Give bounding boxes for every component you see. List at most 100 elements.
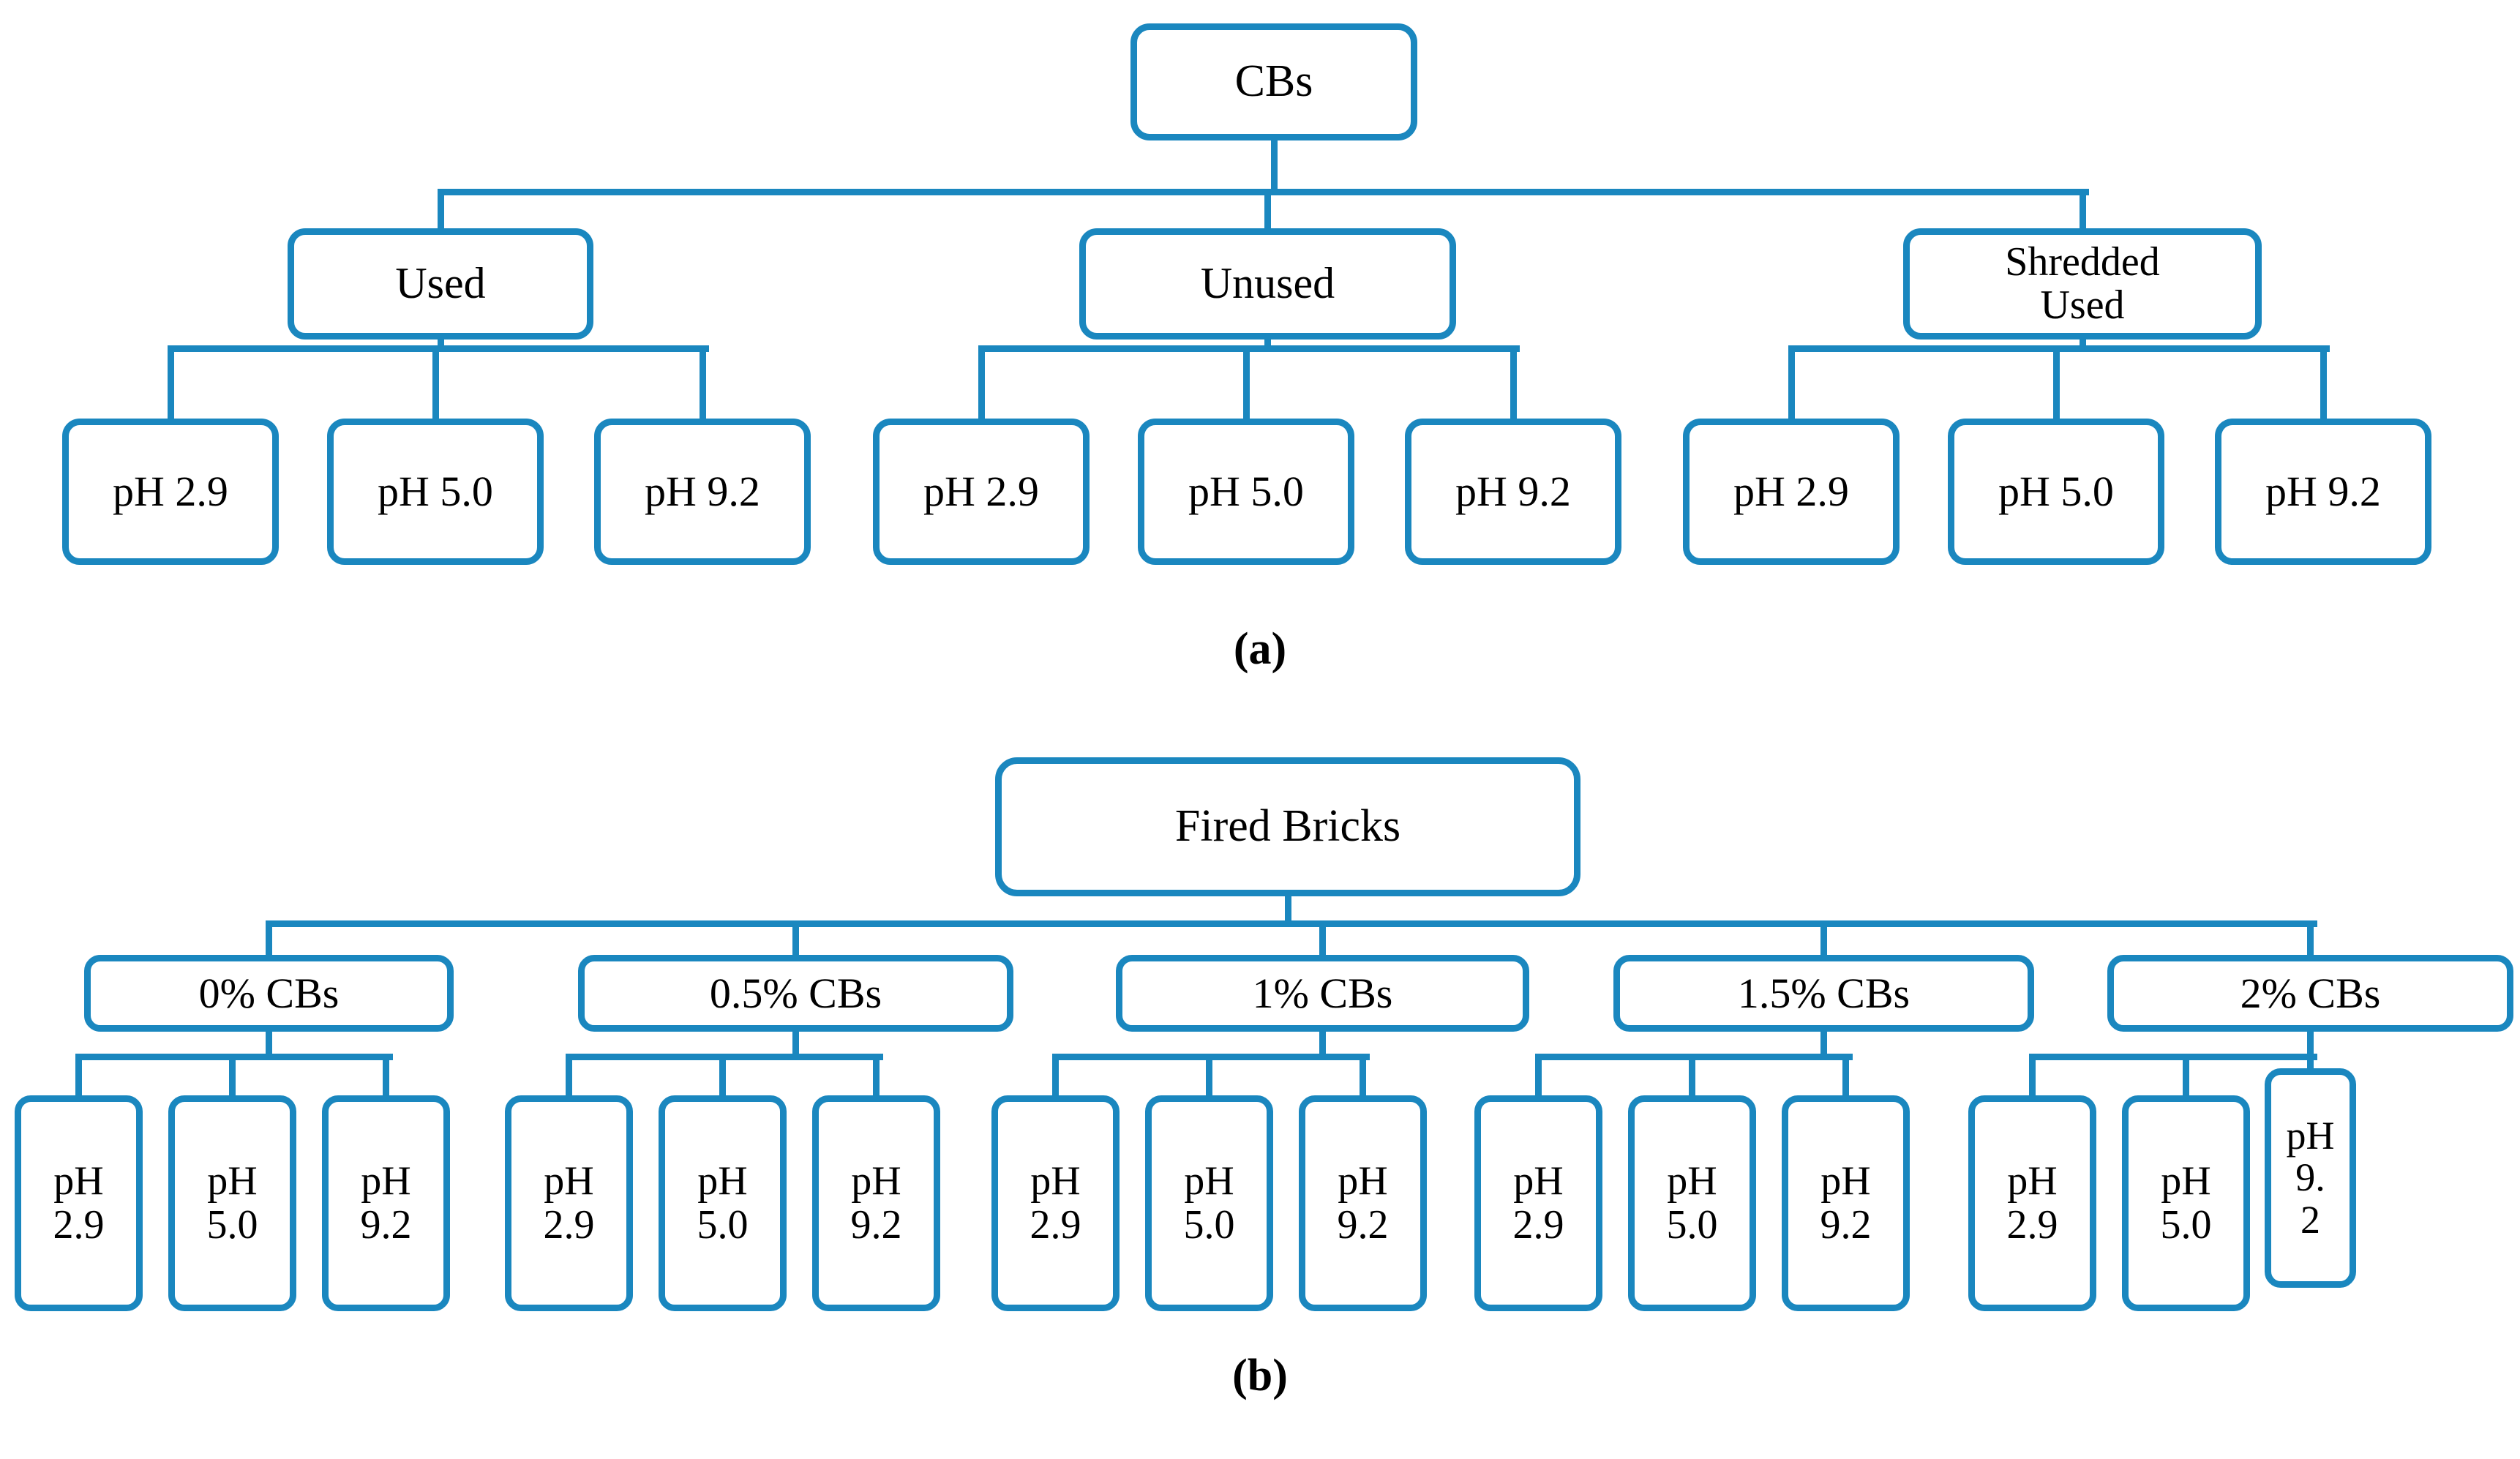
panel-a-root-node[interactable]: CBs: [1130, 23, 1417, 140]
panel-b-leaf-node-3-2-line-2: 9.2: [1820, 1201, 1872, 1248]
panel-a-group-node-2-line-2: Used: [2040, 282, 2125, 328]
panel-b-group-node-0-label: 0% CBs: [198, 969, 340, 1017]
panel-b-group-stem-3: [1820, 920, 1827, 958]
panel-b-leaf-stem-1-0: [566, 1054, 572, 1098]
panel-b-leaf-node-4-0-line-2: 2.9: [2006, 1201, 2058, 1248]
panel-a-group-node-0-label: Used: [395, 259, 486, 308]
panel-a-root-node-label: CBs: [1234, 56, 1313, 107]
panel-b-group-node-2[interactable]: 1% CBs: [1116, 955, 1529, 1032]
panel-a-leaf-stem-1-0: [978, 345, 985, 421]
panel-b-leaf-node-2-0-line-2: 2.9: [1030, 1201, 1081, 1248]
panel-a-leaf-node-2-2-label: pH 9.2: [2265, 468, 2381, 516]
panel-a-leaf-bus-2: [1791, 345, 2330, 352]
panel-b-leaf-stem-0-1: [229, 1054, 236, 1098]
panel-b-root-node-label: Fired Bricks: [1174, 801, 1401, 852]
panel-a-leaf-node-2-0[interactable]: pH 2.9: [1683, 419, 1900, 565]
panel-b-leaf-stem-1-1: [719, 1054, 726, 1098]
panel-b-leaf-stem-1-2: [873, 1054, 880, 1098]
panel-b-leaf-stem-3-0: [1535, 1054, 1542, 1098]
panel-b-leaf-node-3-1-line-1: pH: [1667, 1158, 1717, 1204]
panel-a-leaf-node-1-2[interactable]: pH 9.2: [1405, 419, 1621, 565]
panel-a-leaf-node-0-2[interactable]: pH 9.2: [594, 419, 811, 565]
panel-b-group-node-1[interactable]: 0.5% CBs: [578, 955, 1013, 1032]
panel-a-group-node-1[interactable]: Unused: [1079, 228, 1456, 340]
panel-b-group-drop-1: [792, 1029, 799, 1060]
panel-a-leaf-node-1-1[interactable]: pH 5.0: [1138, 419, 1354, 565]
panel-b-leaf-bus-2: [1055, 1054, 1370, 1060]
panel-b-leaf-node-2-2-line-2: 9.2: [1337, 1201, 1389, 1248]
panel-a-leaf-node-0-1[interactable]: pH 5.0: [327, 419, 544, 565]
panel-a-leaf-stem-0-1: [432, 345, 439, 421]
panel-b-group-stem-2: [1319, 920, 1326, 958]
panel-b-group-drop-2: [1319, 1029, 1326, 1060]
panel-b-root-node[interactable]: Fired Bricks: [995, 757, 1580, 896]
panel-b-leaf-stem-2-0: [1052, 1054, 1059, 1098]
panel-a-leaf-node-1-1-label: pH 5.0: [1188, 468, 1304, 516]
panel-b-leaf-stem-0-0: [75, 1054, 82, 1098]
panel-a-leaf-node-0-0[interactable]: pH 2.9: [62, 419, 279, 565]
panel-b-leaf-stem-4-1: [2183, 1054, 2189, 1098]
panel-b-leaf-node-1-1-line-2: 5.0: [697, 1201, 749, 1248]
panel-b-leaf-node-2-2-line-1: pH: [1338, 1158, 1388, 1204]
panel-a-leaf-node-2-1[interactable]: pH 5.0: [1948, 419, 2164, 565]
panel-b-group-node-1-label: 0.5% CBs: [709, 969, 882, 1017]
panel-b-leaf-node-3-1-line-2: 5.0: [1666, 1201, 1718, 1248]
panel-a-group-node-0[interactable]: Used: [288, 228, 593, 340]
panel-b-level1-bus: [269, 920, 2317, 927]
panel-b-leaf-node-1-0-line-2: 2.9: [543, 1201, 595, 1248]
panel-a-leaf-stem-2-2: [2320, 345, 2327, 421]
panel-b-group-node-0[interactable]: 0% CBs: [84, 955, 454, 1032]
panel-a-group-drop-2: [2079, 337, 2086, 352]
panel-a-leaf-stem-0-0: [167, 345, 174, 421]
panel-b-leaf-stem-3-1: [1689, 1054, 1695, 1098]
panel-b-group-drop-4: [2307, 1029, 2314, 1060]
panel-b-group-drop-0: [266, 1029, 272, 1060]
panel-a-leaf-node-1-0[interactable]: pH 2.9: [873, 419, 1090, 565]
panel-a-leaf-node-0-2-label: pH 9.2: [645, 468, 760, 516]
panel-b-leaf-bus-0: [78, 1054, 393, 1060]
panel-b-group-stem-0: [266, 920, 272, 958]
panel-a-leaf-stem-1-1: [1242, 345, 1250, 421]
panel-b-group-drop-3: [1820, 1029, 1827, 1060]
panel-b-leaf-node-4-2-line-2: 9.: [2295, 1155, 2325, 1200]
panel-b-group-node-4[interactable]: 2% CBs: [2107, 955, 2513, 1032]
panel-a-leaf-stem-1-2: [1510, 345, 1517, 421]
panel-b-leaf-node-0-2-line-1: pH: [361, 1158, 411, 1204]
panel-a-leaf-bus-1: [981, 345, 1520, 352]
panel-a-leaf-node-0-1-label: pH 5.0: [378, 468, 493, 516]
panel-a-group-drop-0: [437, 337, 444, 352]
panel-a-leaf-node-0-0-label: pH 2.9: [113, 468, 228, 516]
panel-a-leaf-stem-2-1: [2052, 345, 2060, 421]
panel-b-leaf-bus-3: [1538, 1054, 1853, 1060]
panel-a-leaf-node-2-2[interactable]: pH 9.2: [2215, 419, 2431, 565]
panel-a-leaf-node-1-2-label: pH 9.2: [1455, 468, 1571, 516]
panel-b-group-node-3[interactable]: 1.5% CBs: [1613, 955, 2034, 1032]
panel-b-leaf-node-4-1-line-2: 5.0: [2160, 1201, 2212, 1248]
